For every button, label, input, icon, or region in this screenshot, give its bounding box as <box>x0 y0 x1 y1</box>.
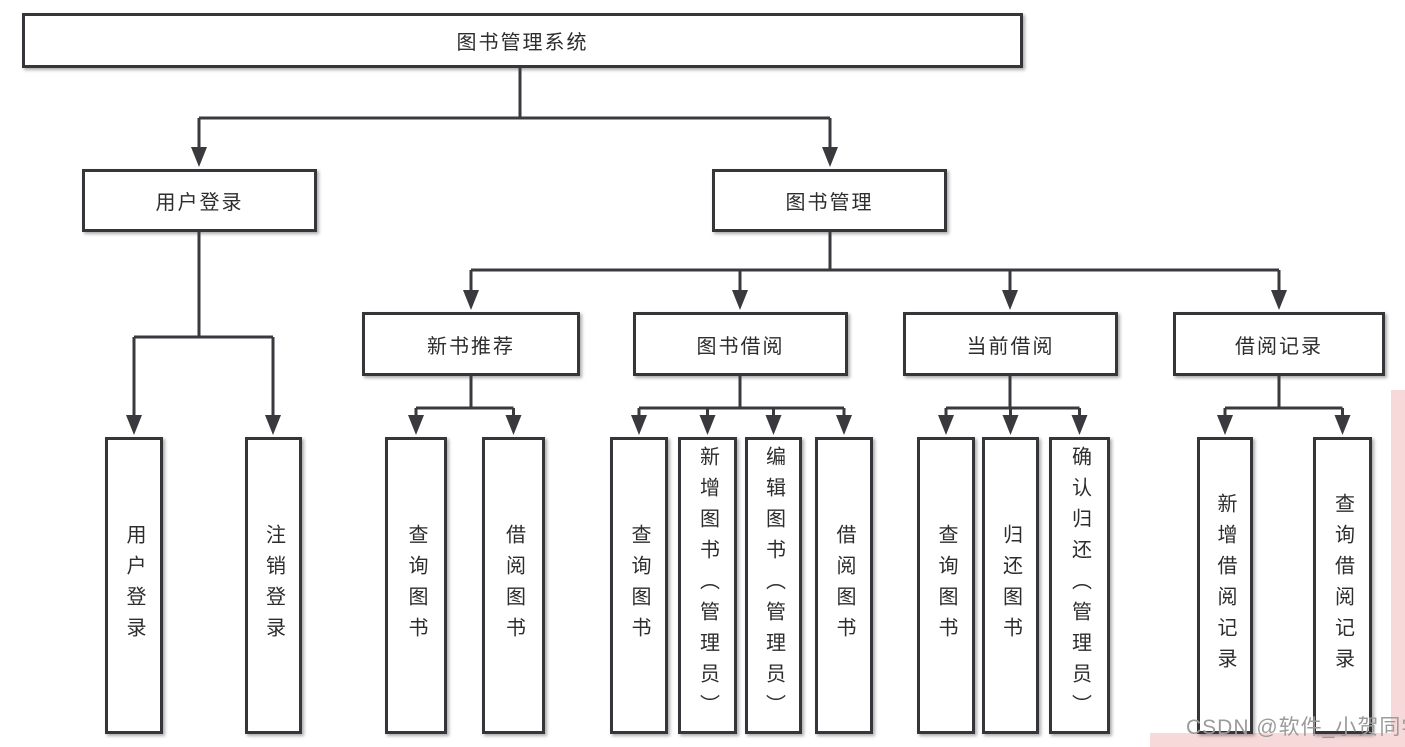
leaf-query-books-borrowing: 查询图书 <box>610 437 668 734</box>
leaf-label: 查询图书 <box>405 523 427 648</box>
leaf-label: 归还图书 <box>999 523 1022 648</box>
arrowheads <box>126 147 1351 435</box>
node-label: 图书管理 <box>785 192 874 214</box>
connector-newbook-to-leaves <box>414 376 515 418</box>
node-book-management: 图书管理 <box>712 169 947 232</box>
leaf-return-books: 归还图书 <box>982 437 1039 734</box>
leaf-label: 查询借阅记录 <box>1331 492 1354 679</box>
node-book-borrowing: 图书借阅 <box>633 312 848 376</box>
leaf-label: 确认归还（管理员） <box>1068 446 1091 725</box>
leaf-label: 新增借阅记录 <box>1214 492 1236 679</box>
leaf-query-books-newbook: 查询图书 <box>385 437 447 734</box>
leaf-add-borrow-record: 新增借阅记录 <box>1197 437 1253 734</box>
leaf-label: 借阅图书 <box>833 523 855 648</box>
node-label: 借阅记录 <box>1235 335 1323 358</box>
csdn-watermark: CSDN @软件_小贺同学 <box>1186 716 1405 739</box>
leaf-label: 新增图书（管理员） <box>696 446 719 725</box>
node-label: 新书推荐 <box>427 335 515 358</box>
node-label: 用户登录 <box>155 192 244 214</box>
leaf-user-login: 用户登录 <box>105 437 163 734</box>
node-current-borrowing: 当前借阅 <box>903 312 1118 376</box>
leaf-borrow-books-borrowing: 借阅图书 <box>815 437 873 734</box>
watermark-pink-strip-right <box>1391 390 1405 747</box>
node-borrow-records: 借阅记录 <box>1173 312 1385 376</box>
leaf-query-borrow-record: 查询借阅记录 <box>1313 437 1372 734</box>
connector-borrowrecord-to-leaves <box>1223 376 1344 418</box>
node-user-login: 用户登录 <box>82 169 317 232</box>
leaf-edit-books-admin: 编辑图书（管理员） <box>745 437 802 734</box>
leaf-confirm-return-admin: 确认归还（管理员） <box>1049 437 1110 734</box>
connector-userlogin-to-leaves <box>132 232 275 418</box>
connector-root-to-level1 <box>197 68 832 150</box>
leaf-borrow-books-newbook: 借阅图书 <box>482 437 545 734</box>
watermark-pink-strip-bottom <box>1150 733 1405 747</box>
node-new-book-recommend: 新书推荐 <box>362 312 580 376</box>
leaf-label: 借阅图书 <box>502 523 525 648</box>
leaf-label: 编辑图书（管理员） <box>762 446 785 725</box>
node-label: 图书借阅 <box>696 335 785 358</box>
connector-bookborrow-to-leaves <box>637 376 846 418</box>
connector-bookmgmt-to-level2 <box>469 232 1281 293</box>
leaf-add-books-admin: 新增图书（管理员） <box>678 437 737 734</box>
leaf-label: 用户登录 <box>123 523 145 648</box>
leaf-query-books-current: 查询图书 <box>917 437 975 734</box>
node-library-management-system: 图书管理系统 <box>22 13 1023 68</box>
node-label: 图书管理系统 <box>456 32 589 54</box>
leaf-label: 注销登录 <box>262 523 285 648</box>
leaf-logout-login: 注销登录 <box>245 437 302 734</box>
leaf-label: 查询图书 <box>935 523 957 648</box>
connector-currentborrow-to-leaves <box>944 376 1081 418</box>
node-label: 当前借阅 <box>966 335 1055 358</box>
leaf-label: 查询图书 <box>628 523 650 648</box>
